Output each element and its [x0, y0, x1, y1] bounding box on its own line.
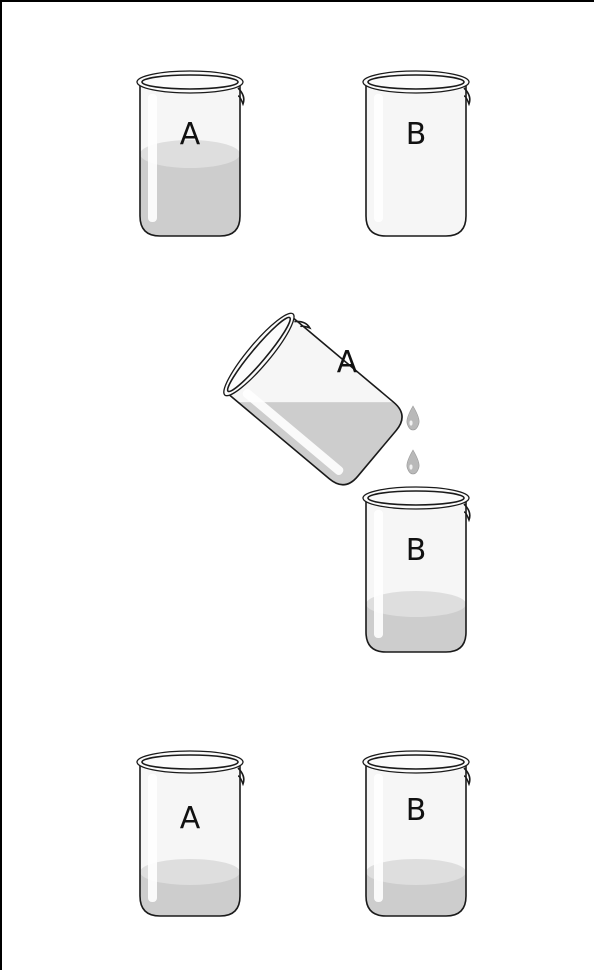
beaker-label: A — [180, 801, 201, 836]
beaker-label: A — [337, 345, 358, 380]
stage-2: A B — [223, 312, 471, 653]
beaker-label: B — [406, 793, 427, 828]
drop-icon — [406, 449, 420, 475]
beaker-b-stage-1: B — [362, 70, 471, 237]
beaker-b-stage-3: B — [362, 750, 471, 917]
beaker-label: B — [406, 533, 427, 568]
beaker-label: A — [180, 117, 201, 152]
liquid-surface — [366, 591, 466, 617]
stage-1: A B — [136, 70, 471, 237]
stage-3: A B — [136, 750, 471, 917]
beaker-b-receiving: B — [362, 486, 471, 653]
beaker-a-stage-1: A — [136, 70, 245, 237]
beaker-a-pouring — [223, 312, 410, 492]
beaker-a-stage-3: A — [136, 750, 245, 917]
beaker-label: B — [406, 117, 427, 152]
liquid-surface — [140, 140, 240, 168]
drop-icon — [406, 405, 420, 431]
liquid-surface — [366, 859, 466, 885]
liquid-surface — [140, 859, 240, 885]
